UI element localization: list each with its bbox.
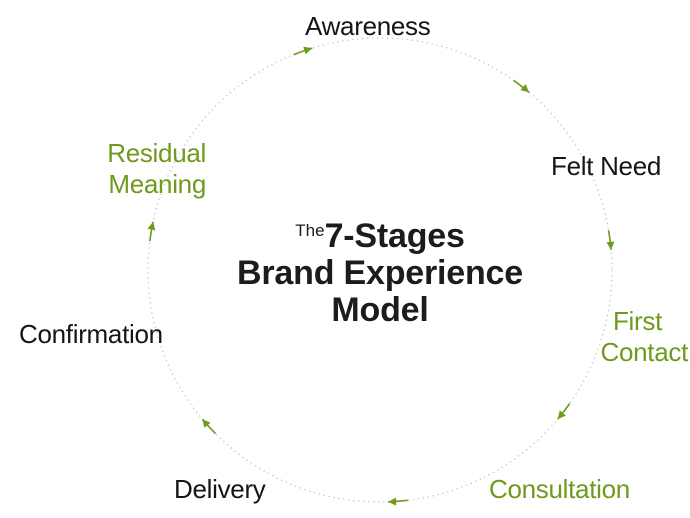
stage-felt-need: Felt Need [551, 151, 661, 182]
stage-confirmation: Confirmation [19, 319, 163, 350]
stage-residual-meaning-label-line2: Meaning [108, 169, 206, 199]
stage-first-contact-label-line2: Contact [600, 337, 688, 367]
cycle-arrowhead-1 [520, 84, 530, 93]
model-title: The7-Stages Brand Experience Model [190, 212, 570, 329]
stage-first-contact-label-line1: First [612, 306, 662, 336]
stage-awareness-label: Awareness [305, 11, 431, 41]
cycle-arrowhead-5 [202, 419, 211, 428]
cycle-arrowhead-4 [388, 497, 397, 506]
stage-first-contact: First Contact [560, 306, 688, 368]
cycle-arrows [147, 46, 615, 506]
cycle-arrowhead-6 [147, 221, 156, 231]
stage-confirmation-label: Confirmation [19, 319, 163, 349]
cycle-arrowhead-7 [303, 46, 313, 55]
dotted-cycle-ring [147, 37, 613, 503]
stage-residual-meaning: Residual Meaning [72, 138, 206, 200]
stage-consultation-label: Consultation [489, 474, 630, 504]
stage-consultation: Consultation [489, 474, 630, 505]
cycle-arrowhead-2 [606, 241, 615, 250]
stage-residual-meaning-label-line1: Residual [107, 138, 206, 168]
stage-awareness: Awareness [305, 11, 431, 42]
model-title-line2: Brand Experience [237, 254, 523, 292]
stage-delivery-label: Delivery [174, 474, 266, 504]
stage-delivery: Delivery [174, 474, 266, 505]
cycle-arrowhead-3 [557, 410, 566, 420]
model-title-prefix: The [295, 221, 325, 240]
stage-felt-need-label: Felt Need [551, 151, 662, 181]
model-title-line3: Model [331, 291, 429, 329]
model-title-main: 7-Stages [324, 217, 465, 255]
model-title-line1: The7-Stages [190, 212, 570, 255]
